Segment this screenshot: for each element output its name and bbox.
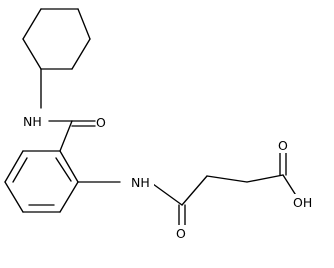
- aromatic-inner-bond: [55, 157, 72, 182]
- aromatic-bond: [59, 150, 79, 183]
- ring-bond: [22, 38, 42, 70]
- aromatic-inner-bond: [12, 157, 28, 183]
- aromatic-bond: [59, 181, 79, 213]
- ring-bond: [22, 8, 42, 40]
- carbonyl-oxygen-label-top: O: [96, 115, 106, 130]
- chain-bond: [246, 174, 284, 183]
- amide-nh-label-top: NH: [23, 114, 42, 129]
- carbonyl-oxygen-label-bottom: O: [176, 226, 186, 241]
- carbonyl-aryl-bond: [59, 120, 73, 152]
- ring-bond: [71, 38, 91, 70]
- chain-bond: [206, 175, 248, 183]
- nh-carbonyl-bond: [152, 183, 183, 206]
- benzene-ring: [4, 150, 79, 213]
- ring-bond: [77, 8, 91, 40]
- hydroxyl-label: OH: [293, 195, 312, 210]
- aromatic-bond: [4, 150, 24, 183]
- cyclohexane-ring: [22, 8, 91, 70]
- acid-carbonyl-oxygen-label: O: [278, 138, 288, 153]
- amide-nh-label-middle: NH: [131, 175, 150, 190]
- aromatic-bond: [4, 181, 24, 213]
- chain-bond: [181, 175, 208, 206]
- acid-c-o-single-bond: [282, 174, 298, 198]
